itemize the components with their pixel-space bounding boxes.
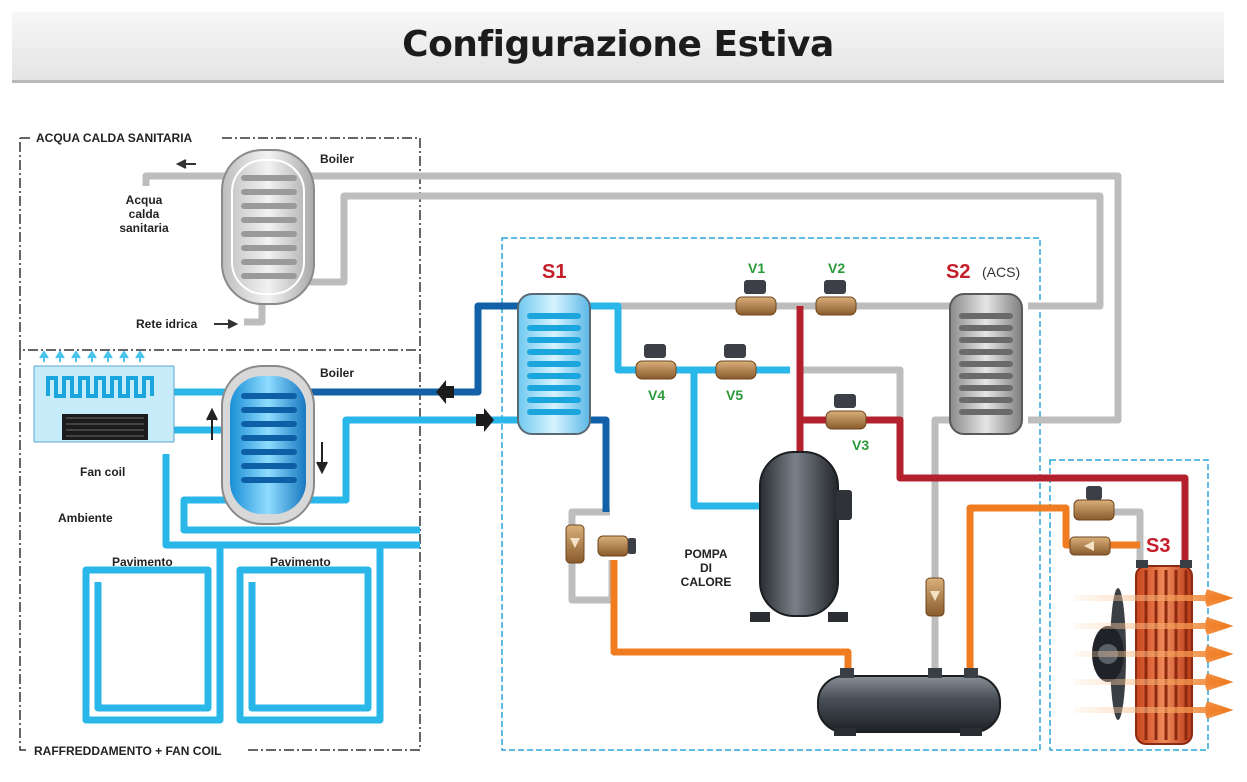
label-sanitaria: sanitaria: [119, 221, 169, 235]
boiler-cooling: [221, 365, 315, 525]
supply-arrow-icon: [476, 408, 494, 432]
frame-acs: [19, 137, 421, 351]
label-pavimento-left: Pavimento: [112, 555, 173, 569]
frame-cooling: [19, 350, 421, 751]
label-v4: V4: [648, 387, 665, 403]
label-acqua: Acqua: [126, 193, 163, 207]
label-boiler-top: Boiler: [320, 152, 354, 166]
label-v5: V5: [726, 387, 743, 403]
check-valve-outdoor: [1069, 536, 1111, 556]
valve-v1: [735, 280, 777, 316]
valve-v5: [715, 344, 757, 380]
up-arrow-icon: [206, 407, 218, 440]
frame-heat-pump: [501, 237, 1041, 751]
boiler-acs: [221, 149, 315, 305]
valve-v2: [815, 280, 857, 316]
down-arrow-icon: [316, 442, 328, 475]
page-title: Configurazione Estiva: [402, 24, 834, 65]
label-s2: S2: [946, 261, 970, 283]
expansion-valve-left: [597, 535, 636, 557]
label-ambiente: Ambiente: [58, 511, 113, 525]
label-calore: CALORE: [681, 575, 732, 589]
inlet-arrow-icon: [214, 319, 239, 329]
check-valve-center: [925, 577, 945, 617]
fan-coil: [33, 350, 175, 443]
liquid-receiver: [817, 668, 1001, 736]
airflow-arrows: [1074, 589, 1234, 719]
label-v2: V2: [828, 260, 845, 276]
label-s2-acs: (ACS): [982, 264, 1020, 280]
label-boiler-bottom: Boiler: [320, 366, 354, 380]
label-s3: S3: [1146, 535, 1170, 557]
label-calda: calda: [129, 207, 160, 221]
section-label-acs: ACQUA CALDA SANITARIA: [36, 131, 193, 145]
label-pompa: POMPA: [684, 547, 727, 561]
valve-v3: [825, 394, 867, 430]
label-v1: V1: [748, 260, 765, 276]
label-di: DI: [700, 561, 712, 575]
label-v3: V3: [852, 437, 869, 453]
exchanger-s1: [517, 293, 591, 435]
grey-pipes: [142, 172, 1144, 680]
exchanger-s2: [949, 293, 1023, 435]
outlet-arrow-icon: [175, 159, 196, 169]
return-arrow-icon: [436, 380, 454, 404]
label-fan-coil: Fan coil: [80, 465, 125, 479]
label-rete-idrica: Rete idrica: [136, 317, 198, 331]
expansion-valve-outdoor: [1073, 486, 1115, 521]
orange-pipes: [610, 504, 1140, 678]
label-pavimento-right: Pavimento: [270, 555, 331, 569]
compressor: [750, 451, 852, 622]
check-valve-left: [565, 524, 585, 564]
label-s1: S1: [542, 261, 566, 283]
title-bar: Configurazione Estiva: [12, 12, 1224, 83]
section-label-cooling: RAFFREDDAMENTO + FAN COIL: [34, 744, 221, 758]
valve-v4: [635, 344, 677, 380]
